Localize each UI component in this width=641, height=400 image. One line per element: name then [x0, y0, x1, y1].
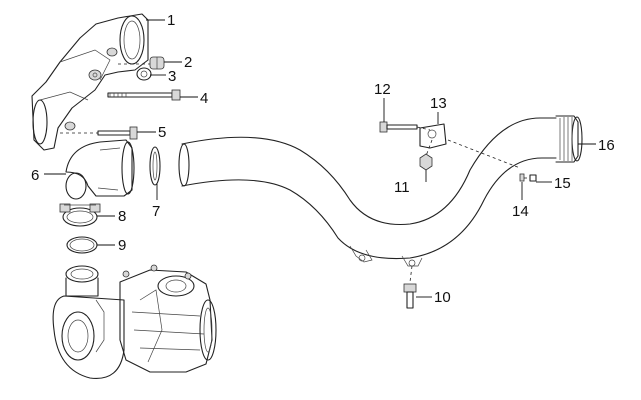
bracket-part-13 [419, 123, 447, 149]
bolt-part-5 [60, 126, 138, 140]
callout-9: 9 [118, 237, 126, 254]
bolt-part-12 [379, 121, 431, 133]
intake-elbow-housing [31, 13, 149, 151]
vband-clamp-part-8 [59, 203, 101, 227]
callout-12: 12 [374, 81, 391, 98]
charge-air-pipe-part-16 [178, 115, 583, 267]
callout-6: 6 [31, 167, 39, 184]
callout-2: 2 [184, 54, 192, 71]
elbow-part-6 [65, 139, 135, 200]
callout-11: 11 [394, 179, 410, 196]
leader-lines [44, 19, 596, 298]
stud-bolt-part-4 [107, 89, 181, 101]
callout-14: 14 [512, 203, 529, 220]
callout-4: 4 [200, 90, 208, 107]
hardware-part-14 [519, 173, 525, 182]
washer-part-3 [136, 67, 152, 81]
o-ring-part-9 [66, 236, 98, 254]
turbocharger-assembly [52, 264, 217, 379]
callout-1: 1 [167, 12, 175, 29]
bolt-part-10 [403, 265, 417, 309]
callout-8: 8 [118, 208, 126, 225]
callout-labels: 1 2 3 4 5 6 7 8 9 10 11 12 13 14 15 16 [31, 12, 615, 306]
callout-16: 16 [598, 137, 615, 154]
callout-13: 13 [430, 95, 447, 112]
callout-15: 15 [554, 175, 571, 192]
callout-10: 10 [434, 289, 451, 306]
hardware-part-15 [524, 174, 537, 182]
gasket-part-7 [149, 146, 161, 186]
callout-3: 3 [168, 68, 176, 85]
callout-7: 7 [152, 203, 160, 220]
nut-part-11 [419, 139, 433, 171]
nut-part-2 [149, 56, 165, 70]
callout-5: 5 [158, 124, 166, 141]
